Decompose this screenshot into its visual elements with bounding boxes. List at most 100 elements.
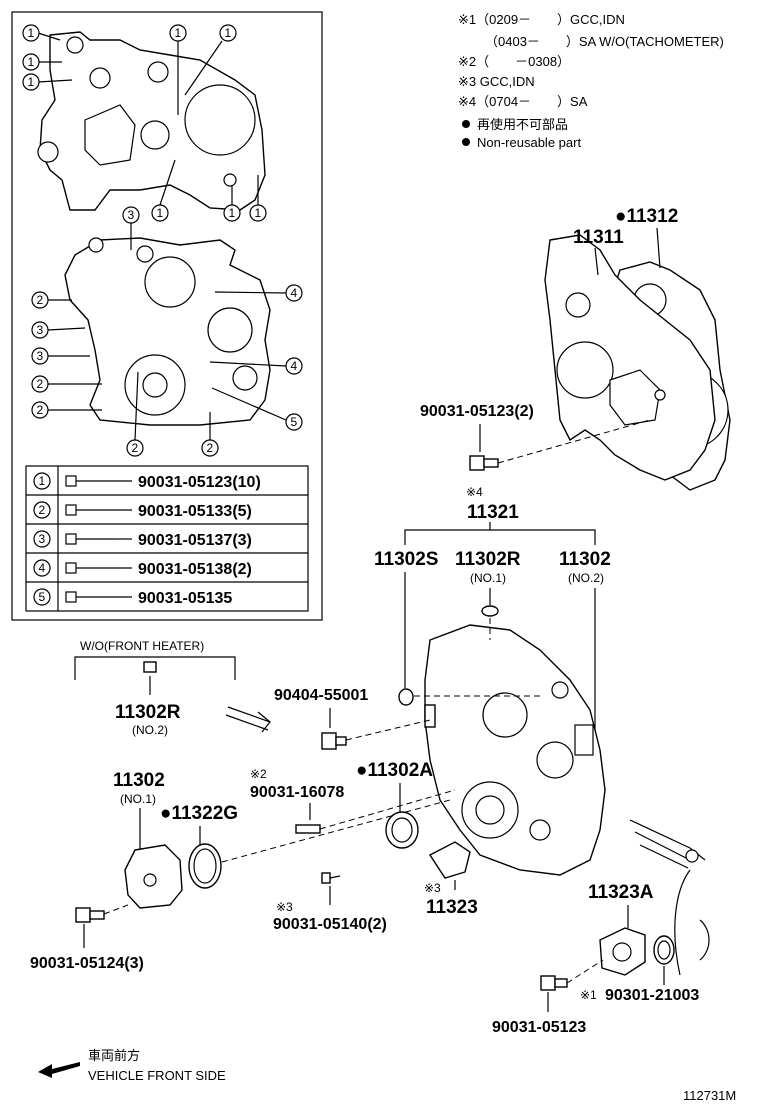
svg-text:※2（ －0308）: ※2（ －0308）: [458, 54, 570, 69]
part-11323A: 11323A ※1 90301-21003: [580, 882, 699, 1004]
part-11302-no1-group: 11302 (NO.1) ●11322G: [113, 770, 451, 909]
svg-text:※4: ※4: [466, 485, 483, 499]
part-11302A: ●11302A: [356, 760, 433, 849]
svg-text:90031-05140(2): 90031-05140(2): [273, 916, 387, 933]
bolt-90031-16078: ※2 90031-16078: [250, 767, 456, 834]
svg-text:※3 GCC,IDN: ※3 GCC,IDN: [458, 74, 535, 89]
svg-text:2: 2: [37, 403, 44, 417]
part-11323: ※3 11323: [424, 841, 478, 918]
part-11321-group: ※4 11321: [404, 485, 596, 545]
svg-text:●11302A: ●11302A: [356, 760, 433, 781]
vehicle-front-arrow-icon: [38, 1062, 81, 1078]
timing-cover-11321-drawing: [424, 624, 606, 876]
vehicle-front-jp: 車両前方: [88, 1048, 140, 1063]
svg-text:1: 1: [255, 206, 262, 220]
part-11302S-drawing: [398, 688, 540, 706]
svg-text:(NO.2): (NO.2): [132, 723, 168, 737]
svg-text:3: 3: [39, 532, 46, 546]
svg-text:(NO.1): (NO.1): [470, 571, 506, 585]
bolt-row-3: 3 90031-05137(3): [33, 530, 252, 549]
svg-text:90404-55001: 90404-55001: [274, 687, 368, 704]
svg-text:11311: 11311: [573, 227, 624, 248]
svg-text:W/O(FRONT HEATER): W/O(FRONT HEATER): [80, 639, 204, 653]
svg-text:90031-05135: 90031-05135: [138, 590, 232, 607]
inset-cover-drawing: [64, 237, 271, 426]
bolt-row-5: 5 90031-05135: [33, 588, 232, 607]
svg-text:5: 5: [39, 590, 46, 604]
bolt-90031-05123-2: 90031-05123(2): [420, 403, 651, 471]
svg-text:1: 1: [28, 26, 35, 40]
svg-text:1: 1: [175, 26, 182, 40]
svg-text:2: 2: [132, 441, 139, 455]
bolt-row-2: 2 90031-05133(5): [33, 501, 252, 520]
svg-text:(NO.1): (NO.1): [120, 792, 156, 806]
inset-gasket-drawing: [37, 31, 266, 211]
svg-text:3: 3: [37, 323, 44, 337]
inset-callouts: 1 1 1 1 1 1 1 1 3 2 3 3 2 2 4 4 5 2 2: [22, 24, 303, 457]
svg-text:90031-05123(2): 90031-05123(2): [420, 403, 534, 420]
svg-text:2: 2: [37, 293, 44, 307]
svg-text:※4（0704－ ）SA: ※4（0704－ ）SA: [458, 94, 588, 109]
svg-text:11323A: 11323A: [588, 882, 654, 903]
bolt-row-1: 1 90031-05123(10): [33, 472, 261, 491]
svg-text:90031-05123: 90031-05123: [492, 1019, 586, 1036]
bolt-90031-05124-3: 90031-05124(3): [30, 904, 144, 972]
part-11302R-no1-drawing: [481, 605, 499, 640]
svg-text:11302R: 11302R: [115, 702, 181, 723]
svg-text:（0403－ ）SA W/O(TACHOMETER): （0403－ ）SA W/O(TACHOMETER): [485, 34, 724, 49]
svg-text:1: 1: [28, 55, 35, 69]
engine-block-outline: [629, 819, 710, 976]
svg-text:●11312: ●11312: [615, 206, 678, 227]
part-11302R-label: 11302R: [455, 549, 521, 570]
figure-id: 112731M: [683, 1088, 736, 1103]
svg-text:※2: ※2: [250, 767, 267, 781]
svg-text:2: 2: [39, 503, 46, 517]
svg-text:90031-05138(2): 90031-05138(2): [138, 561, 252, 578]
svg-text:4: 4: [291, 359, 298, 373]
svg-text:90031-05133(5): 90031-05133(5): [138, 503, 252, 520]
svg-text:1: 1: [229, 206, 236, 220]
svg-text:3: 3: [37, 349, 44, 363]
svg-text:2: 2: [37, 377, 44, 391]
part-11311-label: 11311: [573, 227, 624, 276]
svg-text:1: 1: [225, 26, 232, 40]
svg-text:5: 5: [291, 415, 298, 429]
wo-front-heater-group: W/O(FRONT HEATER) 11302R (NO.2): [74, 639, 271, 737]
svg-text:90301-21003: 90301-21003: [605, 987, 699, 1004]
svg-text:90031-05124(3): 90031-05124(3): [30, 955, 144, 972]
timing-plate-11311-drawing: [544, 234, 731, 491]
svg-text:3: 3: [128, 208, 135, 222]
svg-text:90031-16078: 90031-16078: [250, 784, 344, 801]
svg-text:※1: ※1: [580, 988, 597, 1002]
bolt-90031-05140-2: ※3 90031-05140(2): [273, 872, 387, 933]
svg-text:(NO.2): (NO.2): [568, 571, 604, 585]
part-11312-label: ●11312: [615, 206, 678, 269]
part-11302-no2-label: 11302: [559, 549, 611, 570]
svg-text:11321: 11321: [467, 502, 519, 523]
bolt-table: 1 90031-05123(10) 2 90031-05133(5) 3 900…: [25, 465, 309, 612]
svg-text:●11322G: ●11322G: [160, 803, 238, 824]
svg-text:※3: ※3: [424, 881, 441, 895]
svg-text:※3: ※3: [276, 900, 293, 914]
part-11302S-label: 11302S: [374, 549, 438, 570]
notes-block: ※1（0209－ ）GCC,IDN （0403－ ）SA W/O(TACHOME…: [458, 12, 724, 150]
svg-text:1: 1: [157, 206, 164, 220]
svg-text:Non-reusable part: Non-reusable part: [477, 135, 581, 150]
bolt-90031-05123-b: 90031-05123: [492, 959, 604, 1036]
vehicle-front-en: VEHICLE FRONT SIDE: [88, 1068, 226, 1083]
inset-frame: [11, 11, 323, 621]
svg-text:90031-05137(3): 90031-05137(3): [138, 532, 252, 549]
svg-text:4: 4: [39, 561, 46, 575]
part-90404-55001: 90404-55001: [274, 687, 431, 750]
svg-text:11323: 11323: [426, 897, 478, 918]
svg-text:1: 1: [28, 75, 35, 89]
svg-text:4: 4: [291, 286, 298, 300]
svg-text:再使用不可部品: 再使用不可部品: [477, 117, 568, 132]
svg-text:※1（0209－ ）GCC,IDN: ※1（0209－ ）GCC,IDN: [458, 12, 625, 27]
svg-text:2: 2: [207, 441, 214, 455]
svg-text:11302: 11302: [113, 770, 165, 791]
svg-text:1: 1: [39, 474, 46, 488]
bolt-row-4: 4 90031-05138(2): [33, 559, 252, 578]
svg-text:90031-05123(10): 90031-05123(10): [138, 474, 261, 491]
